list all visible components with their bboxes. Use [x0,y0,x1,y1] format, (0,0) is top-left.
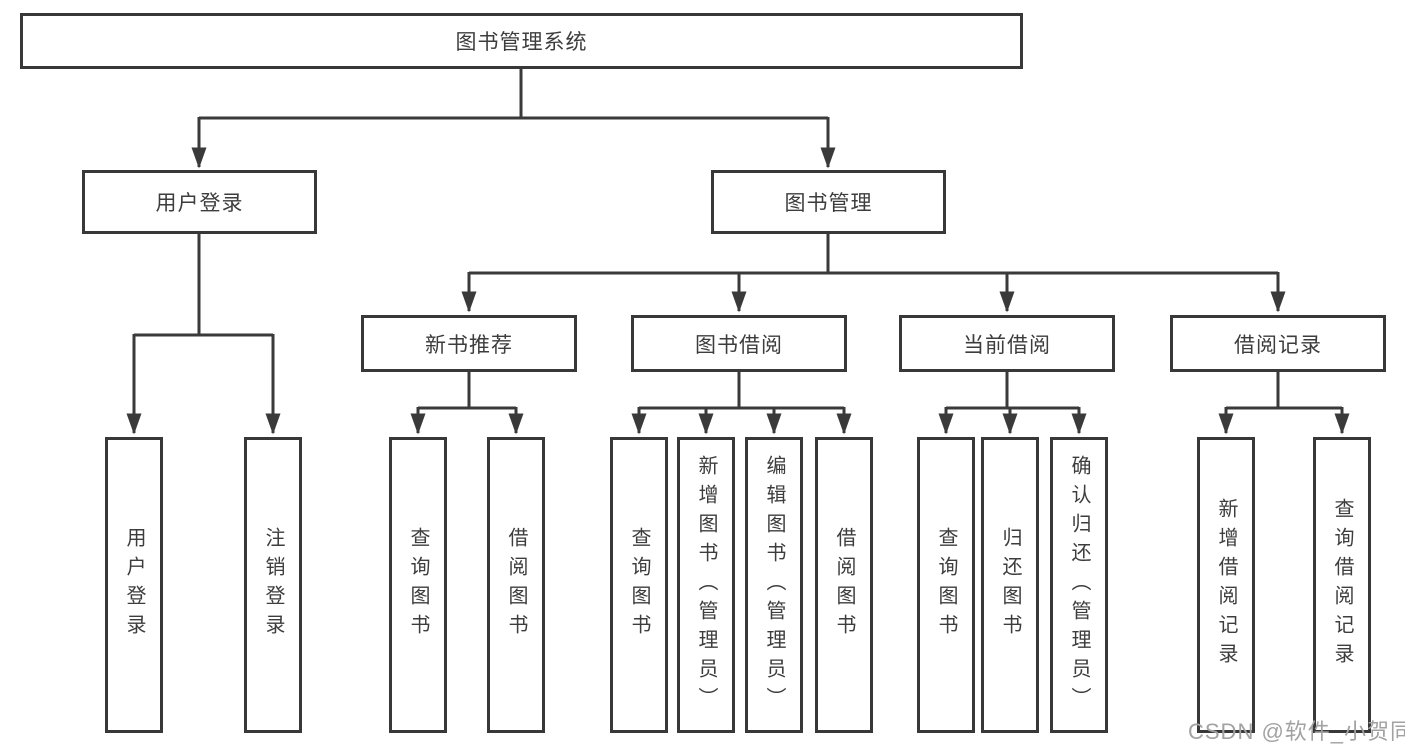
node-module-borrow-records-label: 借阅记录 [1234,333,1322,357]
node-module-book-borrow: 图书借阅 [631,315,847,372]
leaf-logout: 注销登录 [244,437,302,733]
leaf-user-login: 用户登录 [105,437,163,733]
node-module-new-books: 新书推荐 [361,315,577,372]
node-module-new-books-label: 新书推荐 [425,333,513,357]
leaf-add-book-admin-label: 新增图书（管理员） [695,454,717,716]
leaf-borrow-books-2: 借阅图书 [815,437,873,733]
leaf-add-borrow-record-label: 新增借阅记录 [1215,498,1237,672]
leaf-edit-book-admin: 编辑图书（管理员） [745,437,803,733]
node-module-current-borrow: 当前借阅 [899,315,1115,372]
node-user-login-branch: 用户登录 [82,170,317,234]
leaf-confirm-return-admin-label: 确认归还（管理员） [1068,454,1090,716]
leaf-borrow-books-1: 借阅图书 [487,437,545,733]
leaf-borrow-books-1-label: 借阅图书 [505,527,527,643]
leaf-add-borrow-record: 新增借阅记录 [1197,437,1255,733]
node-user-login-branch-label: 用户登录 [155,192,244,215]
leaf-confirm-return-admin: 确认归还（管理员） [1050,437,1108,733]
leaf-query-books-2-label: 查询图书 [628,527,650,643]
leaf-user-login-label: 用户登录 [123,527,145,643]
node-module-book-borrow-label: 图书借阅 [695,333,783,357]
leaf-query-books-1: 查询图书 [389,437,447,733]
node-module-current-borrow-label: 当前借阅 [963,333,1051,357]
node-module-borrow-records: 借阅记录 [1170,315,1386,372]
watermark: CSDN @软件_小贺同学 [1188,719,1405,744]
leaf-add-book-admin: 新增图书（管理员） [677,437,735,733]
leaf-query-books-3-label: 查询图书 [935,527,957,643]
node-book-mgmt-branch: 图书管理 [711,170,946,234]
leaf-logout-label: 注销登录 [262,527,284,643]
leaf-edit-book-admin-label: 编辑图书（管理员） [763,454,785,716]
leaf-query-borrow-record: 查询借阅记录 [1313,437,1371,733]
leaf-query-borrow-record-label: 查询借阅记录 [1331,498,1353,672]
leaf-return-books-label: 归还图书 [999,527,1021,643]
node-root: 图书管理系统 [20,13,1023,69]
leaf-query-books-1-label: 查询图书 [407,527,429,643]
node-root-label: 图书管理系统 [455,31,588,54]
leaf-query-books-3: 查询图书 [917,437,975,733]
node-book-mgmt-branch-label: 图书管理 [784,192,873,215]
leaf-return-books: 归还图书 [981,437,1039,733]
leaf-query-books-2: 查询图书 [610,437,668,733]
leaf-borrow-books-2-label: 借阅图书 [833,527,855,643]
